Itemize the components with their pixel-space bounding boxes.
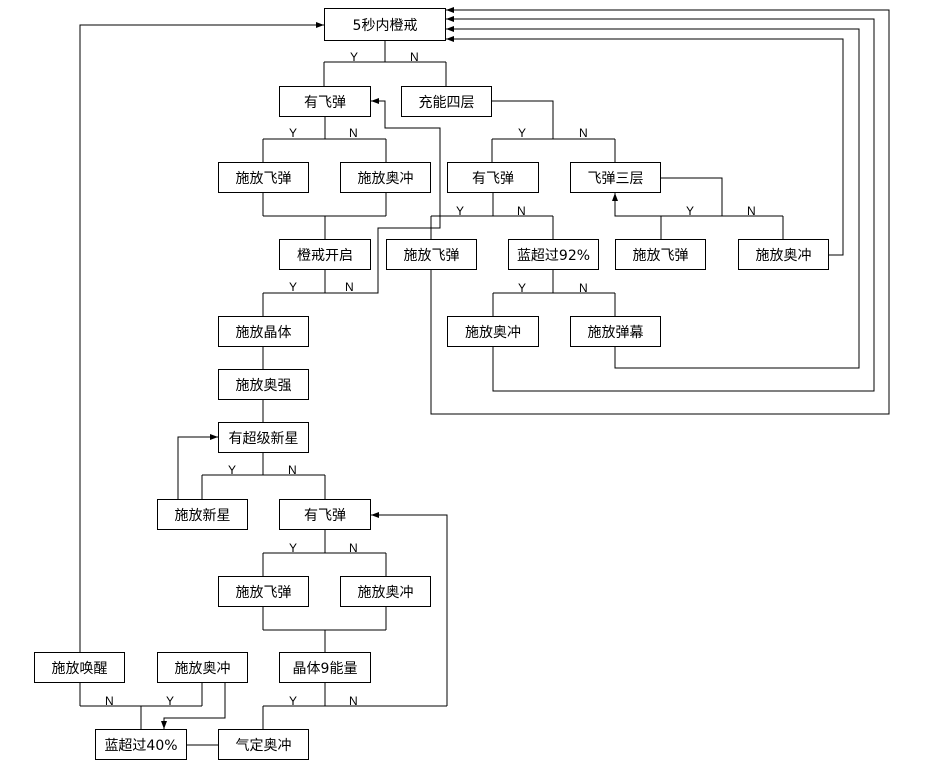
yes-label: Y: [350, 50, 359, 64]
node-qiding-arcane: 气定奥冲: [218, 729, 309, 760]
yes-label: Y: [518, 281, 527, 295]
node-blue92: 蓝超过92%: [508, 239, 599, 270]
no-label: N: [579, 126, 588, 140]
node-blue40: 蓝超过40%: [95, 729, 187, 760]
node-cast-evocation: 施放唤醒: [34, 652, 125, 683]
node-start: 5秒内橙戒: [324, 8, 446, 41]
yes-label: Y: [289, 541, 298, 555]
no-label: N: [517, 204, 526, 218]
node-has-supernova: 有超级新星: [218, 422, 309, 453]
yes-label: Y: [518, 126, 527, 140]
yes-label: Y: [686, 204, 695, 218]
node-cast-arcane: 施放奥冲: [447, 316, 539, 347]
no-label: N: [349, 541, 358, 555]
node-cast-missile: 施放飞弹: [218, 576, 309, 607]
line-evocation-to-start: [79, 22, 324, 652]
yes-label: Y: [228, 463, 237, 477]
node-cast-arcane: 施放奥冲: [340, 576, 431, 607]
no-label: N: [349, 126, 358, 140]
no-label: N: [410, 50, 419, 64]
no-label: N: [579, 281, 588, 295]
node-crystal9: 晶体9能量: [279, 652, 371, 683]
node-charge4: 充能四层: [401, 86, 492, 117]
node-cast-crystal: 施放晶体: [218, 316, 309, 347]
node-cast-missile: 施放飞弹: [218, 162, 309, 193]
no-label: N: [747, 204, 756, 218]
yes-label: Y: [289, 126, 298, 140]
no-label: N: [105, 694, 114, 708]
line-ring-n-loop: [325, 98, 441, 294]
no-label: N: [349, 694, 358, 708]
node-has-missile: 有飞弹: [279, 499, 371, 530]
no-label: N: [345, 280, 354, 294]
node-cast-missile: 施放飞弹: [386, 239, 477, 270]
yes-label: Y: [166, 694, 175, 708]
node-ring-on: 橙戒开启: [279, 239, 371, 270]
node-has-missile: 有飞弹: [279, 86, 371, 117]
node-cast-barrage: 施放弹幕: [570, 316, 661, 347]
node-cast-nova: 施放新星: [157, 499, 248, 530]
node-cast-arcane-power: 施放奥强: [218, 369, 309, 400]
node-missile3: 飞弹三层: [570, 162, 661, 193]
node-cast-arcane: 施放奥冲: [738, 239, 829, 270]
yes-label: Y: [456, 204, 465, 218]
node-cast-missile: 施放飞弹: [615, 239, 706, 270]
node-cast-arcane: 施放奥冲: [157, 652, 248, 683]
no-label: N: [288, 463, 297, 477]
yes-label: Y: [289, 694, 298, 708]
node-cast-arcane: 施放奥冲: [340, 162, 431, 193]
node-has-missile: 有飞弹: [447, 162, 539, 193]
yes-label: Y: [289, 280, 298, 294]
